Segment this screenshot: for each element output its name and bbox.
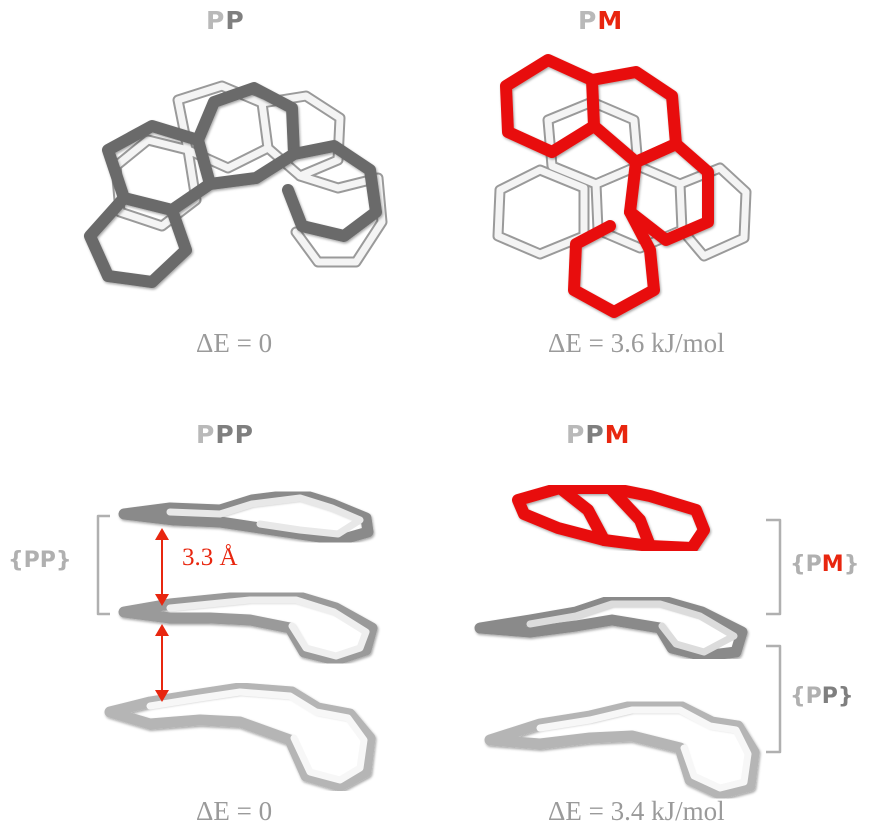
ppm-layer-bottom bbox=[484, 700, 760, 800]
group-label-pp-right: {PP} bbox=[790, 684, 854, 709]
energy-ppm: ΔE = 3.4 kJ/mol bbox=[548, 796, 725, 826]
title-pm: PM bbox=[578, 6, 624, 35]
ppp-layer-bottom bbox=[104, 682, 376, 792]
energy-pm: ΔE = 3.6 kJ/mol bbox=[548, 328, 725, 358]
energy-pp: ΔE = 0 bbox=[196, 328, 273, 358]
ppm-layer-middle bbox=[474, 594, 748, 662]
group-label-pm: {PM} bbox=[790, 552, 860, 577]
distance-label: 3.3 Å bbox=[182, 544, 238, 571]
group-brackets bbox=[96, 514, 782, 754]
ppp-layer-middle bbox=[118, 590, 378, 666]
distance-arrows bbox=[155, 528, 169, 702]
title-ppm: PPM bbox=[566, 420, 631, 449]
group-label-pp-left: {PP} bbox=[8, 548, 72, 573]
ppm-layer-red bbox=[512, 482, 710, 554]
title-ppp: PPP bbox=[196, 420, 254, 449]
energy-ppp: ΔE = 0 bbox=[196, 796, 273, 826]
pp-front-molecule bbox=[84, 82, 382, 288]
ppp-layer-top bbox=[118, 488, 374, 546]
title-pp: PP bbox=[206, 6, 245, 35]
pm-front-molecule bbox=[500, 54, 714, 318]
